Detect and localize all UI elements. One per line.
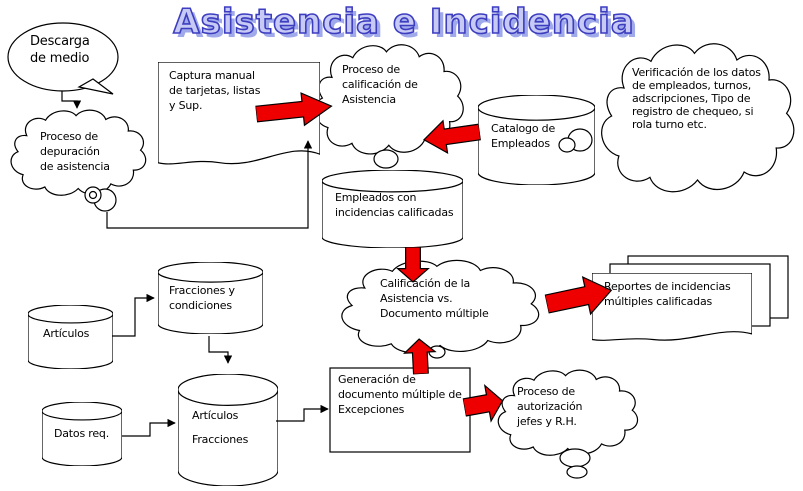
text-line: documento múltiple de	[338, 388, 462, 401]
text-line: calificación de	[342, 78, 418, 91]
connector-descarga-to-depuracion	[61, 91, 82, 109]
label-articulos: Artículos	[43, 326, 89, 341]
text-line: y Sup.	[169, 99, 203, 112]
label-verificacion: Verificación de los datos de empleados, …	[632, 66, 761, 131]
text-line: Asistencia	[342, 93, 396, 106]
label-calificacion-vs: Calificación de la Asistencia vs. Docume…	[380, 276, 489, 321]
thought-tail-circle	[373, 149, 399, 169]
text-line: Asistencia vs.	[380, 292, 453, 305]
rectangle-generacion	[329, 367, 471, 453]
text-line: rola turno etc.	[632, 118, 707, 131]
thought-tail-circle	[566, 465, 588, 479]
label-reportes: Reportes de incidencias múltiples califi…	[604, 279, 731, 309]
label-depuracion: Proceso de depuración de asistencia	[40, 129, 110, 174]
text-line: registro de chequeo, si	[632, 105, 754, 118]
text-line: de medio	[30, 51, 90, 66]
text-line: Artículos	[43, 327, 90, 340]
text-line: depuración	[40, 145, 100, 158]
connector-datos-to-articulos-fracciones	[122, 418, 176, 437]
text-line: de empleados, turnos,	[632, 79, 752, 92]
thought-tail-circle	[559, 448, 591, 468]
label-fracciones-condiciones: Fracciones y condiciones	[169, 283, 235, 313]
label-descarga: Descarga de medio	[30, 33, 90, 67]
text-line: Verificación de los datos	[632, 66, 761, 79]
text-line: Proceso de	[342, 63, 400, 76]
label-autorizacion: Proceso de autorización jefes y R.H.	[517, 384, 582, 429]
callout-descarga	[7, 22, 119, 92]
text-line: múltiples calificadas	[604, 295, 713, 308]
text-line: Fracciones	[192, 433, 249, 446]
thought-tail-circle	[558, 137, 576, 153]
text-line: Datos req.	[54, 427, 110, 440]
text-line: Proceso de	[517, 385, 575, 398]
connector-depuracion-to-calificacion	[106, 140, 313, 229]
text-line: jefes y R.H.	[517, 415, 577, 428]
text-line: Artículos	[192, 409, 239, 422]
text-line: Fracciones y	[169, 284, 235, 297]
thought-tail-circle	[88, 190, 98, 200]
label-articulos-fracciones: Artículos Fracciones	[192, 404, 248, 452]
connector-articulos-to-fracciones	[112, 293, 155, 337]
text-line: Captura manual	[169, 69, 255, 82]
text-line: adscripciones, Tipo de	[632, 92, 751, 105]
label-calificacion-asistencia: Proceso de calificación de Asistencia	[342, 62, 418, 107]
text-line: de tarjetas, listas	[169, 84, 261, 97]
text-line: Empleados	[491, 137, 550, 150]
label-generacion: Generación de documento múltiple de Exce…	[338, 372, 462, 417]
callout-tail	[77, 78, 114, 95]
text-line: incidencias calificadas	[335, 206, 454, 219]
text-line: Documento múltiple	[380, 307, 489, 320]
text-line: Reportes de incidencias	[604, 280, 731, 293]
text-line: Proceso de	[40, 130, 98, 143]
label-datos-req: Datos req.	[54, 426, 109, 441]
text-line: Calificación de la	[380, 277, 470, 290]
text-line: autorización	[517, 400, 583, 413]
connector-fracciones-to-articulos-fracciones	[208, 336, 233, 364]
text-line: Excepciones	[338, 403, 405, 416]
page-title: Asistencia e Incidencia	[172, 1, 635, 43]
connector-articulos-fracciones-to-generacion	[276, 404, 329, 422]
label-catalogo: Catalogo de Empleados	[491, 121, 555, 151]
label-empleados-incidencias: Empleados con incidencias calificadas	[335, 190, 454, 220]
text-line: condiciones	[169, 299, 232, 312]
text-line: Generación de	[338, 373, 416, 386]
text-line: de asistencia	[40, 160, 110, 173]
text-line: Catalogo de	[491, 122, 556, 135]
text-line: Empleados con	[335, 191, 417, 204]
label-captura: Captura manual de tarjetas, listas y Sup…	[169, 68, 260, 113]
text-line: Descarga	[30, 34, 90, 49]
